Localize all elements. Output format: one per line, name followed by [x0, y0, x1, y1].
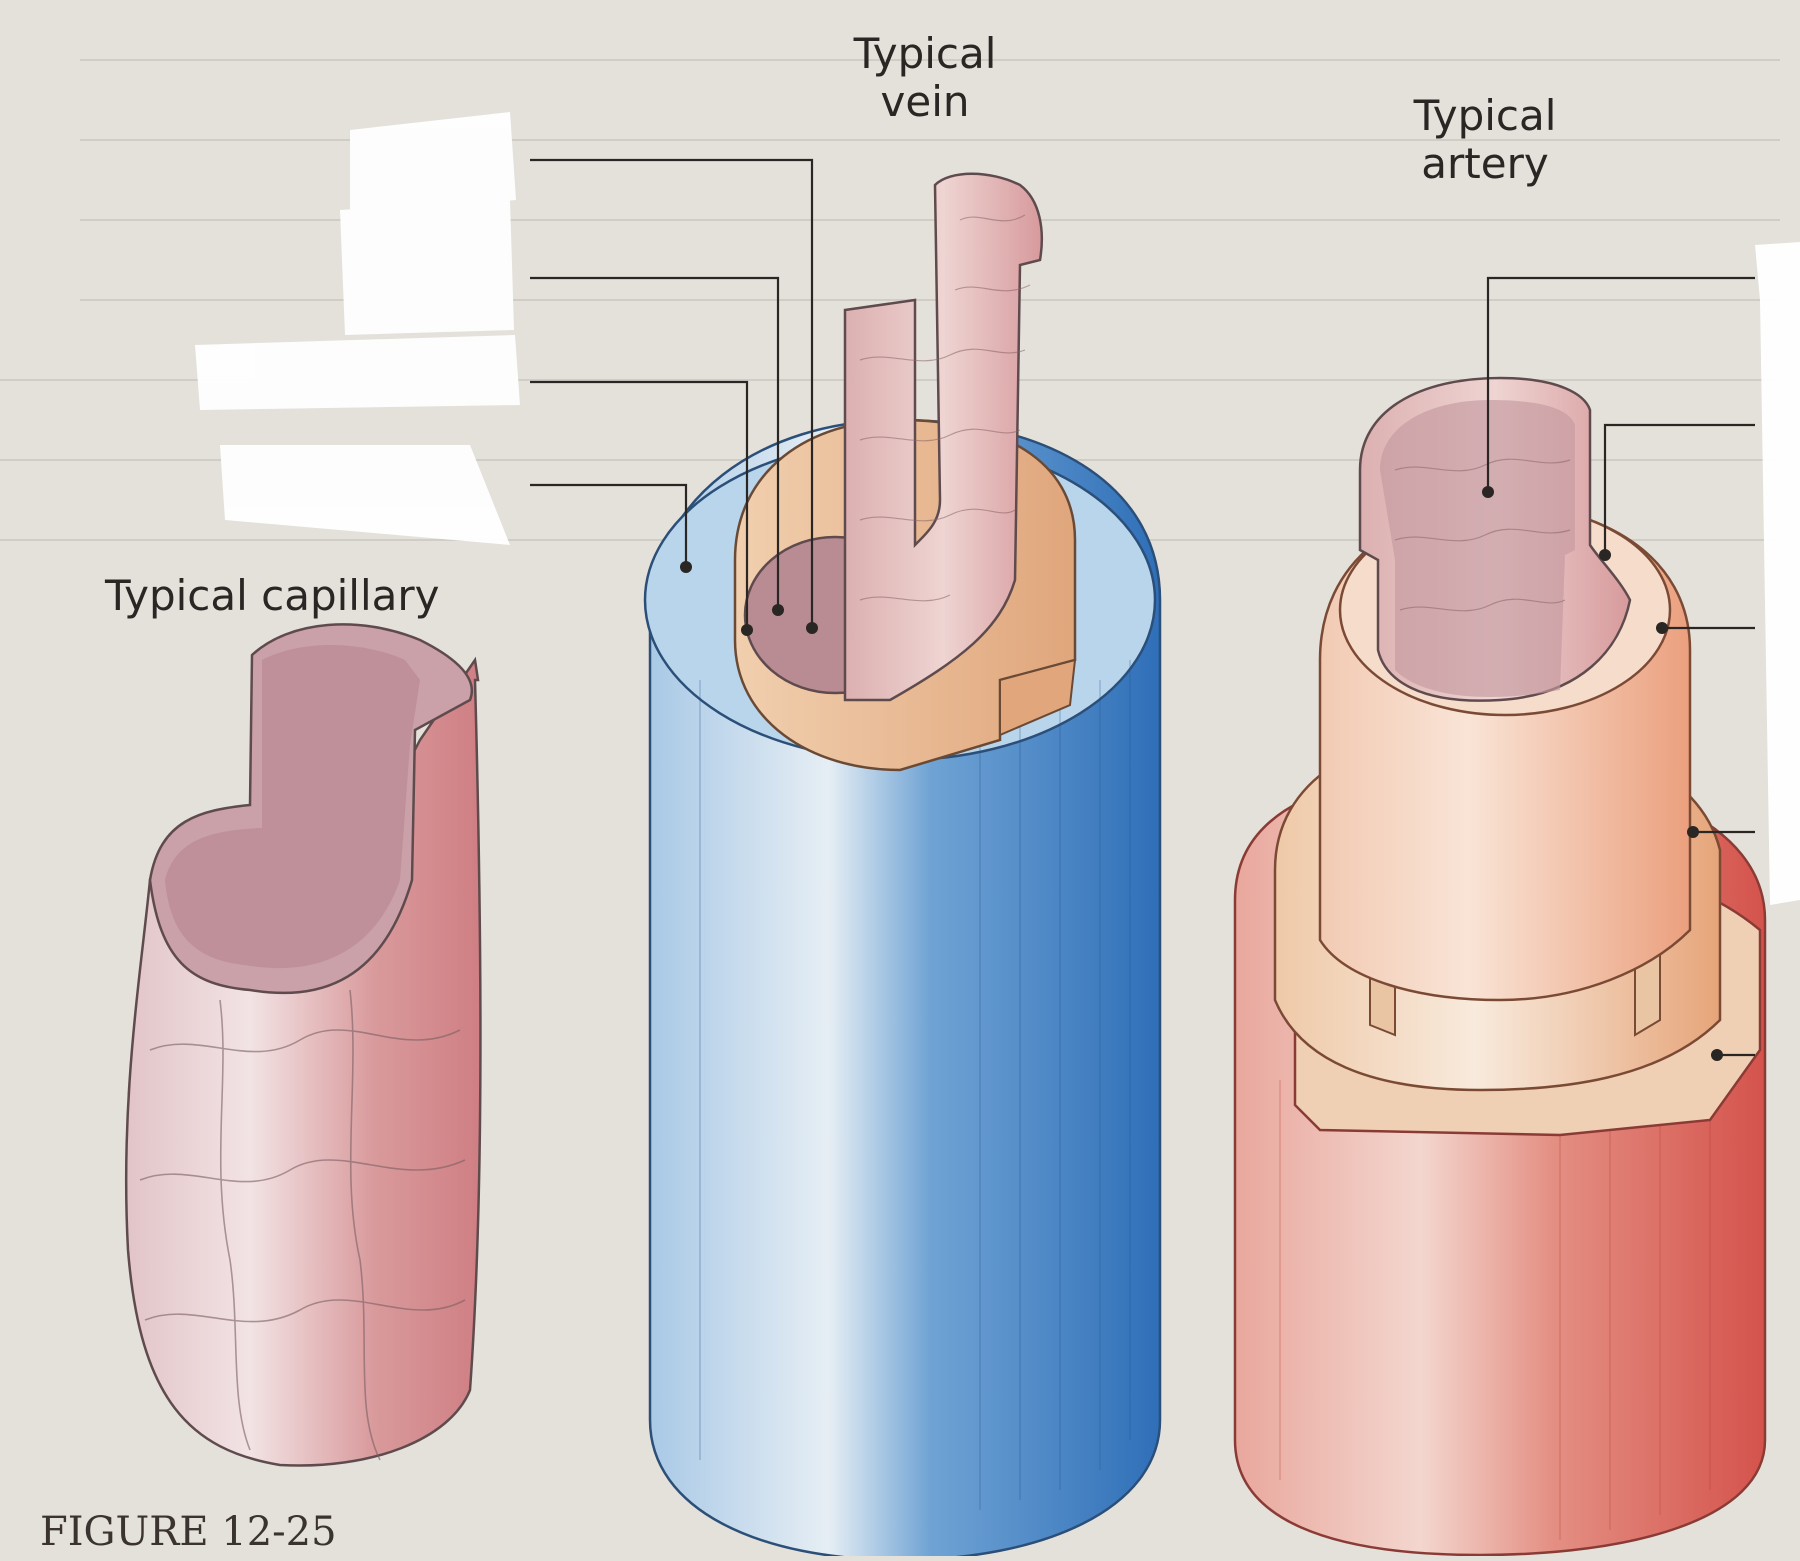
artery-intima-cell-pattern: [1394, 458, 1571, 612]
artery-illustration: [1233, 276, 1767, 1557]
vein-media-notch: [999, 658, 1077, 737]
capillary-illustration: [124, 623, 482, 1467]
vein-leader-lines: [530, 158, 814, 630]
capillary-cell-pattern: [139, 989, 466, 1461]
vein-externa-fibers: [699, 660, 1131, 1510]
artery-leader-lines: [1486, 276, 1755, 1057]
capillary-lumen-rim: [165, 645, 420, 969]
artery-leader-dots: [1482, 486, 1723, 1061]
artery-externa-fibers: [1279, 1060, 1711, 1540]
artery-intima-inner: [1380, 400, 1575, 698]
capillary-title: Typical capillary: [105, 571, 440, 620]
vein-tunica-intima: [843, 172, 1044, 702]
figure-caption: FIGURE 12-25: [40, 1509, 337, 1555]
redacted-label-patches: [195, 112, 1800, 905]
vein-illustration: [530, 158, 1162, 1561]
vein-leader-dots: [680, 561, 818, 636]
vein-intima-cell-pattern: [859, 214, 1031, 602]
